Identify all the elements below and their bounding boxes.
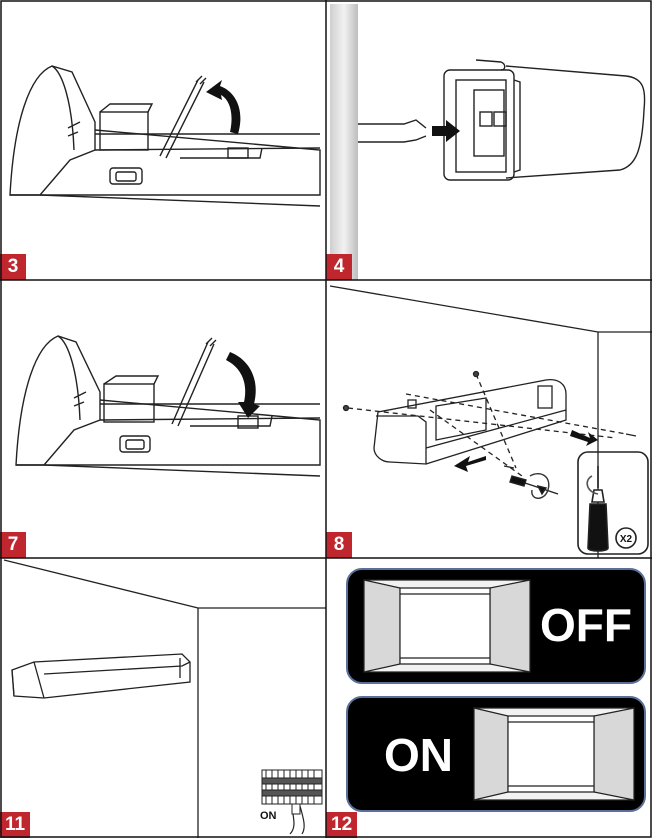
arrow-curved-up-icon [206,80,241,134]
screwdriver-detail-box [577,451,649,555]
screwdriver-icon [509,472,559,499]
step-badge: 11 [0,812,31,838]
switch-on-rocker [473,707,635,801]
step-badge: 7 [0,532,26,558]
arrow-right-icon [454,456,486,472]
switch-off-rocker [363,579,531,673]
arrow-right-icon [570,430,598,446]
switch-off: OFF [346,568,646,684]
terminal-on-label: ON [260,810,277,822]
arrow-curved-down-icon [226,352,260,418]
step-12-panel: OFF ON 12 [326,558,652,838]
step-4-illustration [330,4,646,280]
step-8-illustration: X2 [329,285,652,558]
step-3-panel: 3 [0,0,326,280]
multiplier-label: X2 [620,534,633,545]
switch-off-label: OFF [540,599,632,651]
step-badge: 4 [326,254,352,280]
step-11-illustration [3,559,326,838]
step-4-panel: 4 [326,0,652,280]
step-badge: 8 [326,532,352,558]
wall-surface [330,4,358,280]
step-badge: 3 [0,254,26,280]
step-7-panel: 7 [0,280,326,558]
step-3-illustration [9,65,321,207]
step-11-panel: ON 11 [0,558,326,838]
step-badge: 12 [326,812,358,838]
step-7-illustration [15,335,321,477]
switch-on-label: ON [384,729,453,781]
step-8-panel: X2 8 [326,280,652,558]
switch-on: ON [346,696,646,812]
terminal-block [261,769,323,835]
